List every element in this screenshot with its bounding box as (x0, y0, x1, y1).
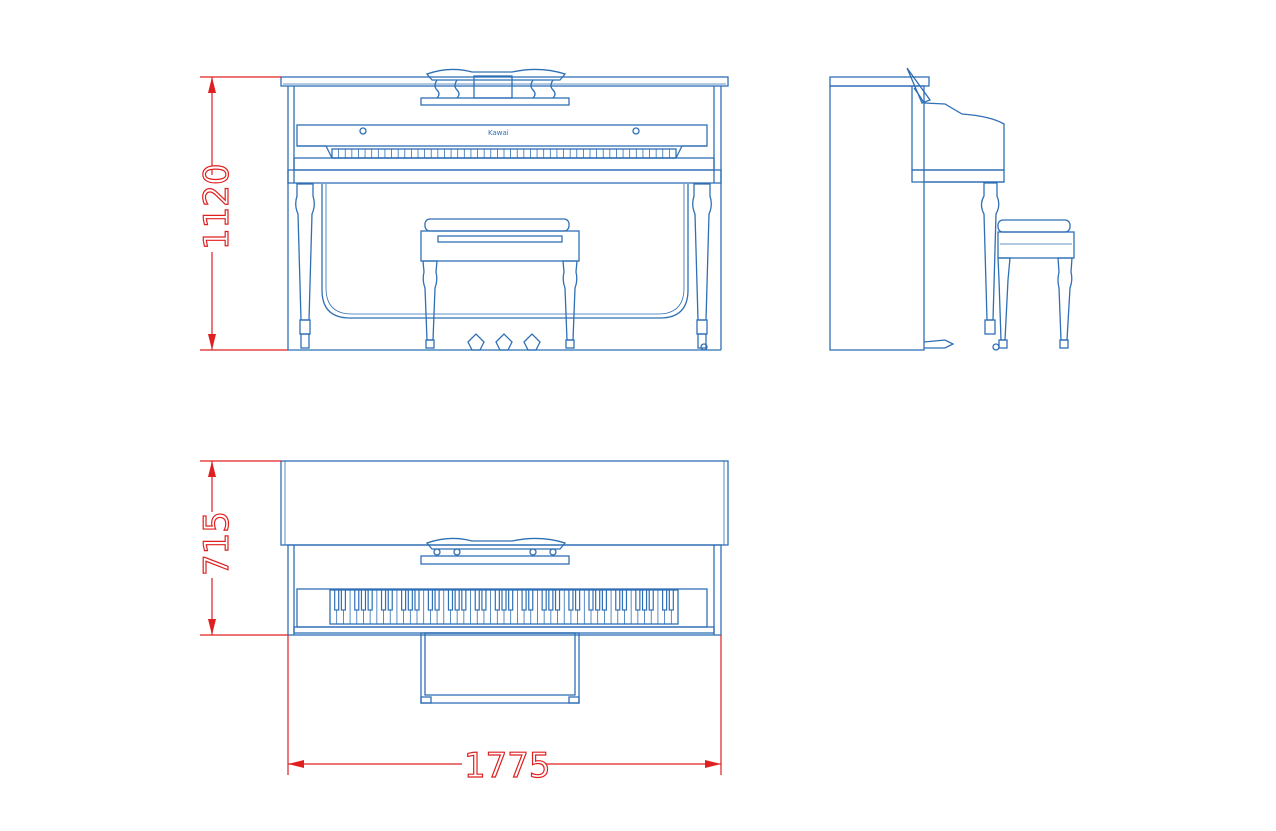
side-view (829, 67, 1075, 351)
black-key (595, 589, 601, 611)
black-key (508, 589, 514, 611)
black-key (340, 589, 346, 611)
black-key (401, 589, 407, 611)
black-key (662, 589, 668, 611)
black-key (474, 589, 480, 611)
black-key (454, 589, 460, 611)
black-key (434, 589, 440, 611)
side-bench (997, 219, 1075, 349)
black-key (447, 589, 454, 611)
front-right-leg (692, 183, 712, 351)
black-key (575, 589, 581, 611)
black-key (621, 589, 628, 611)
black-key (334, 589, 340, 611)
black-key (360, 589, 367, 611)
brand-logo: Kawai (488, 129, 509, 137)
black-key (548, 589, 554, 611)
front-left-leg (295, 183, 315, 349)
front-keyboard (297, 145, 707, 159)
black-key (494, 589, 500, 611)
black-key (367, 589, 373, 611)
black-key (407, 589, 413, 611)
black-key (601, 589, 607, 611)
black-key (501, 589, 507, 611)
black-key (668, 589, 674, 611)
music-desk (420, 68, 570, 106)
depth-dimension: 715 (196, 460, 288, 636)
height-label: 1120 (197, 163, 237, 250)
black-key (615, 589, 621, 611)
black-key (387, 589, 393, 611)
black-key (427, 589, 433, 611)
height-dimension: 1120 (196, 76, 288, 351)
black-key (588, 589, 594, 611)
black-key (461, 589, 467, 611)
black-key (648, 589, 654, 611)
black-key (568, 589, 574, 611)
black-key (541, 589, 547, 611)
width-dimension: 1775 (287, 635, 722, 787)
black-key (641, 589, 648, 611)
black-key (414, 589, 420, 611)
width-label: 1775 (464, 746, 551, 786)
black-key (528, 589, 534, 611)
top-view (280, 460, 729, 704)
depth-label: 715 (197, 511, 237, 576)
black-key (380, 589, 387, 611)
black-key (635, 589, 641, 611)
black-key (554, 589, 561, 611)
black-key (481, 589, 487, 611)
front-bench (420, 218, 580, 349)
pedals (467, 333, 541, 351)
black-key (521, 589, 527, 611)
front-view: Kawai (280, 68, 729, 351)
black-key (354, 589, 360, 611)
